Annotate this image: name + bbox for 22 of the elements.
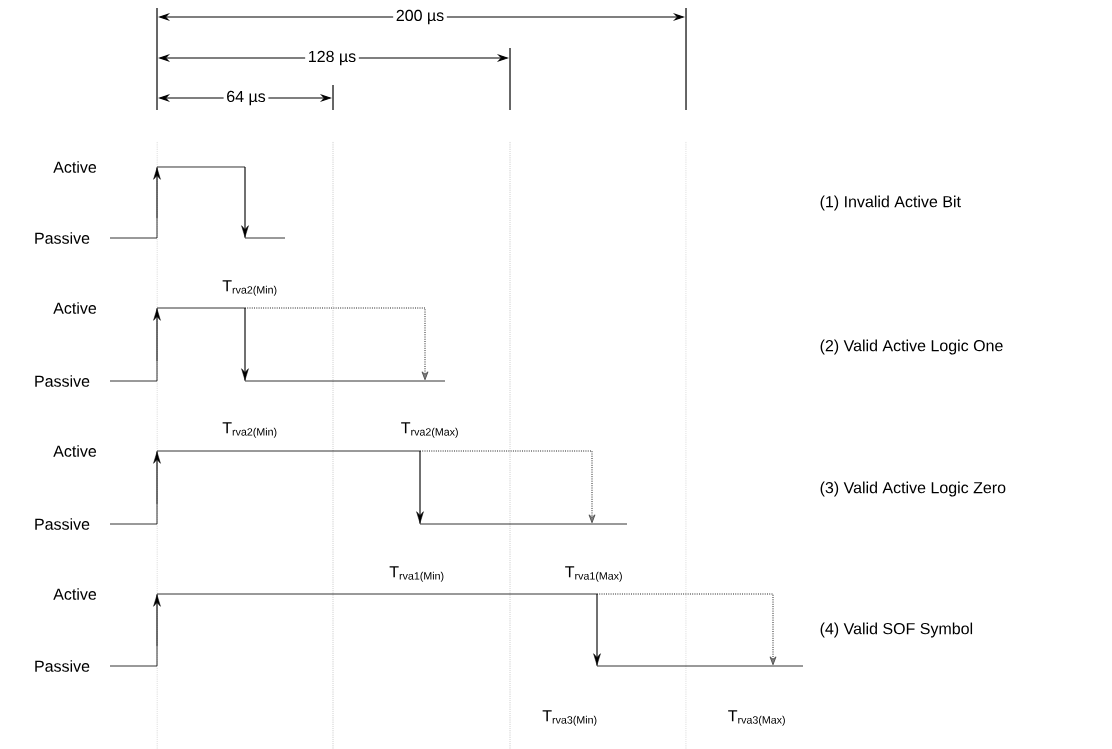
timing-label: T$_{rva1(Min)}$: [389, 566, 444, 582]
timing-label: T$_{rva2(Min)}$: [222, 280, 277, 296]
waveform-caption: (2) Valid Active Logic One: [820, 339, 1003, 355]
level-label: Active: [53, 588, 97, 600]
dimension-label: 128 µs: [305, 48, 359, 68]
dimension-label: 200 µs: [393, 7, 447, 27]
level-label: Passive: [35, 375, 90, 387]
level-label: Active: [53, 302, 97, 314]
dimension-label: 64 µs: [223, 88, 269, 108]
level-label: Passive: [35, 660, 90, 672]
waveform-caption: (3) Valid Active Logic Zero: [820, 481, 1006, 497]
waveform-caption: (1) Invalid Active Bit: [820, 195, 961, 211]
level-label: Passive: [35, 232, 90, 244]
timing-label: T$_{rva1(Max)}$: [565, 566, 622, 582]
timing-label: T$_{rva2(Max)}$: [401, 422, 458, 438]
timing-label: T$_{rva3(Max)}$: [728, 710, 785, 726]
waveform-caption: (4) Valid SOF Symbol: [820, 622, 973, 638]
level-label: Active: [53, 161, 97, 173]
timing-label: T$_{rva3(Min)}$: [542, 710, 597, 726]
level-label: Active: [53, 445, 97, 457]
level-label: Passive: [35, 518, 90, 530]
timing-label: T$_{rva2(Min)}$: [222, 422, 277, 438]
